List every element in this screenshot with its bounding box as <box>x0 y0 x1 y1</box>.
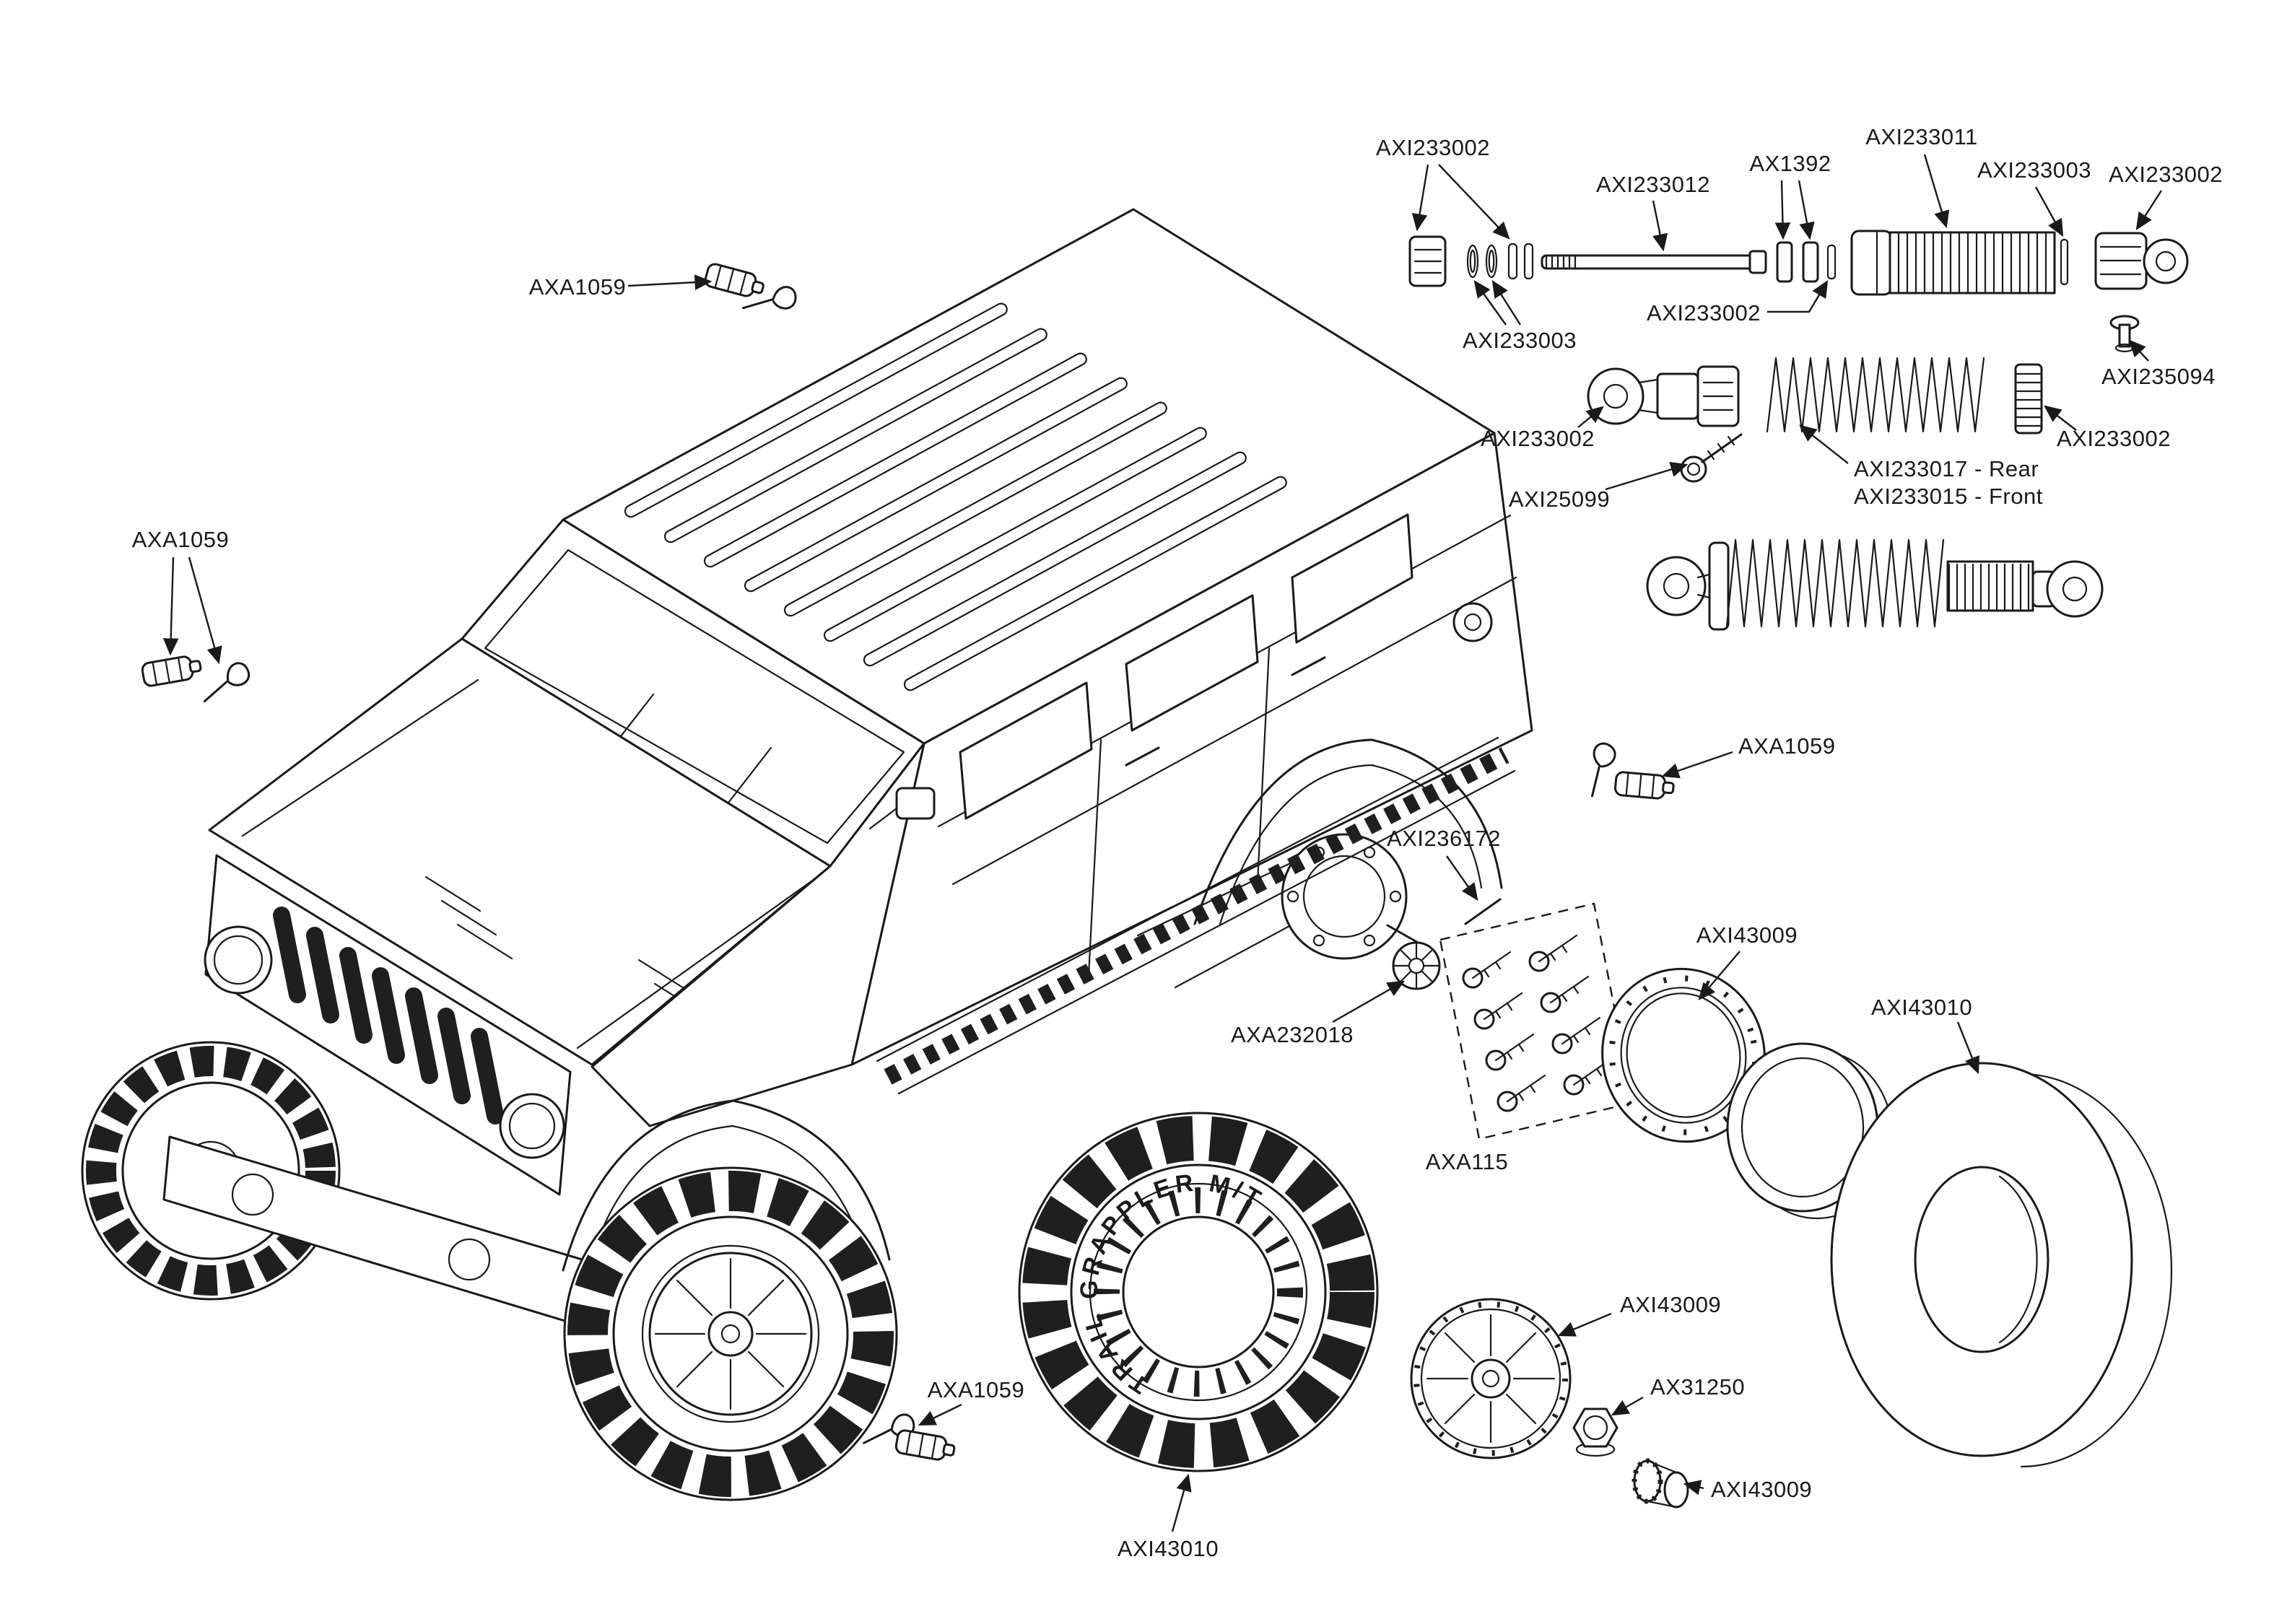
hood <box>208 637 925 1127</box>
label-rod-end: AXI233002 <box>1481 426 1595 451</box>
front-left-wheel <box>563 1166 898 1501</box>
shock-screw-part <box>1680 433 1743 483</box>
hex-hub-part <box>1392 941 1441 990</box>
rear-axle <box>1136 833 1427 989</box>
leader-lines <box>162 154 2163 1532</box>
side-windows <box>959 513 1413 820</box>
shock-pin-part <box>2060 238 2069 286</box>
label-spring-front: AXI233015 - Front <box>1854 484 2043 509</box>
label-lug-nut: AX31250 <box>1650 1374 1745 1400</box>
label-hex: AXA232018 <box>1231 1022 1354 1047</box>
shock-collar-part <box>2014 363 2043 435</box>
label-screw: AXI25099 <box>1509 486 1610 512</box>
shock-washer-part <box>1507 243 1518 280</box>
label-screws: AXA115 <box>1426 1149 1508 1174</box>
label-collar: AXI233002 <box>2057 426 2171 451</box>
label-bushing: AXI235094 <box>2101 364 2216 389</box>
label-pin: AXI236172 <box>1387 826 1501 851</box>
shock-spring-part <box>1766 357 1985 433</box>
label-spring-rear: AXI233017 - Rear <box>1854 456 2039 481</box>
side-mirror <box>868 787 936 830</box>
rear-fender-flare <box>1193 738 1503 925</box>
wheel-face-part <box>1410 1298 1572 1459</box>
label-clip-top: AXA1059 <box>529 274 627 300</box>
label-orings-left: AXI233003 <box>1463 328 1577 353</box>
label-clip-left: AXA1059 <box>132 527 230 552</box>
shock-cap-part <box>2094 232 2189 290</box>
label-clip-bottom: AXA1059 <box>928 1377 1025 1402</box>
label-spacer: AXI233002 <box>1647 300 1761 326</box>
label-pistons: AX1392 <box>1749 151 1831 176</box>
rock-rail <box>876 736 1516 1095</box>
assembled-shock <box>1646 538 2104 631</box>
label-beadlock-ring: AXI43009 <box>1696 922 1798 948</box>
vehicle-drawing <box>81 208 1533 1501</box>
shock-oring-part <box>1466 244 1479 279</box>
wheel-parts: TRAIL GRAPPLER M/T <box>1018 898 2173 1509</box>
lug-nut-part <box>1572 1407 1619 1457</box>
tire-left-part: TRAIL GRAPPLER M/T <box>1018 1112 1379 1472</box>
shock-piston-part <box>1776 241 1793 283</box>
label-hub-cover: AXI43009 <box>1711 1477 1812 1502</box>
tire-right-part <box>1830 1062 2173 1468</box>
drive-pin-part <box>1464 898 1502 925</box>
shock-body-part <box>1850 230 2056 296</box>
label-body: AXI233011 <box>1865 124 1978 149</box>
label-tire-right: AXI43010 <box>1871 995 1972 1020</box>
part-labels: AXI233002 AXI233012 AX1392 AXI233011 AXI… <box>132 124 2223 1561</box>
front-fender-flare <box>562 1099 891 1272</box>
label-oring-right: AXI233003 <box>1977 157 2091 183</box>
label-seal-retainer: AXI233002 <box>1376 135 1490 160</box>
label-shaft: AXI233012 <box>1596 172 1710 197</box>
label-wheel-face: AXI43009 <box>1620 1292 1721 1317</box>
shock-spacer-part <box>1826 244 1837 280</box>
screw-set-part <box>1439 902 1634 1140</box>
shock-rod-end-part <box>1587 365 1740 427</box>
label-cap: AXI233002 <box>2109 162 2223 187</box>
label-clip-right: AXA1059 <box>1738 733 1836 759</box>
front-grille <box>204 854 572 1196</box>
hub-cover-part <box>1632 1458 1689 1509</box>
beadlock-ring-part <box>1601 967 1766 1143</box>
label-tire-left: AXI43010 <box>1118 1536 1219 1561</box>
